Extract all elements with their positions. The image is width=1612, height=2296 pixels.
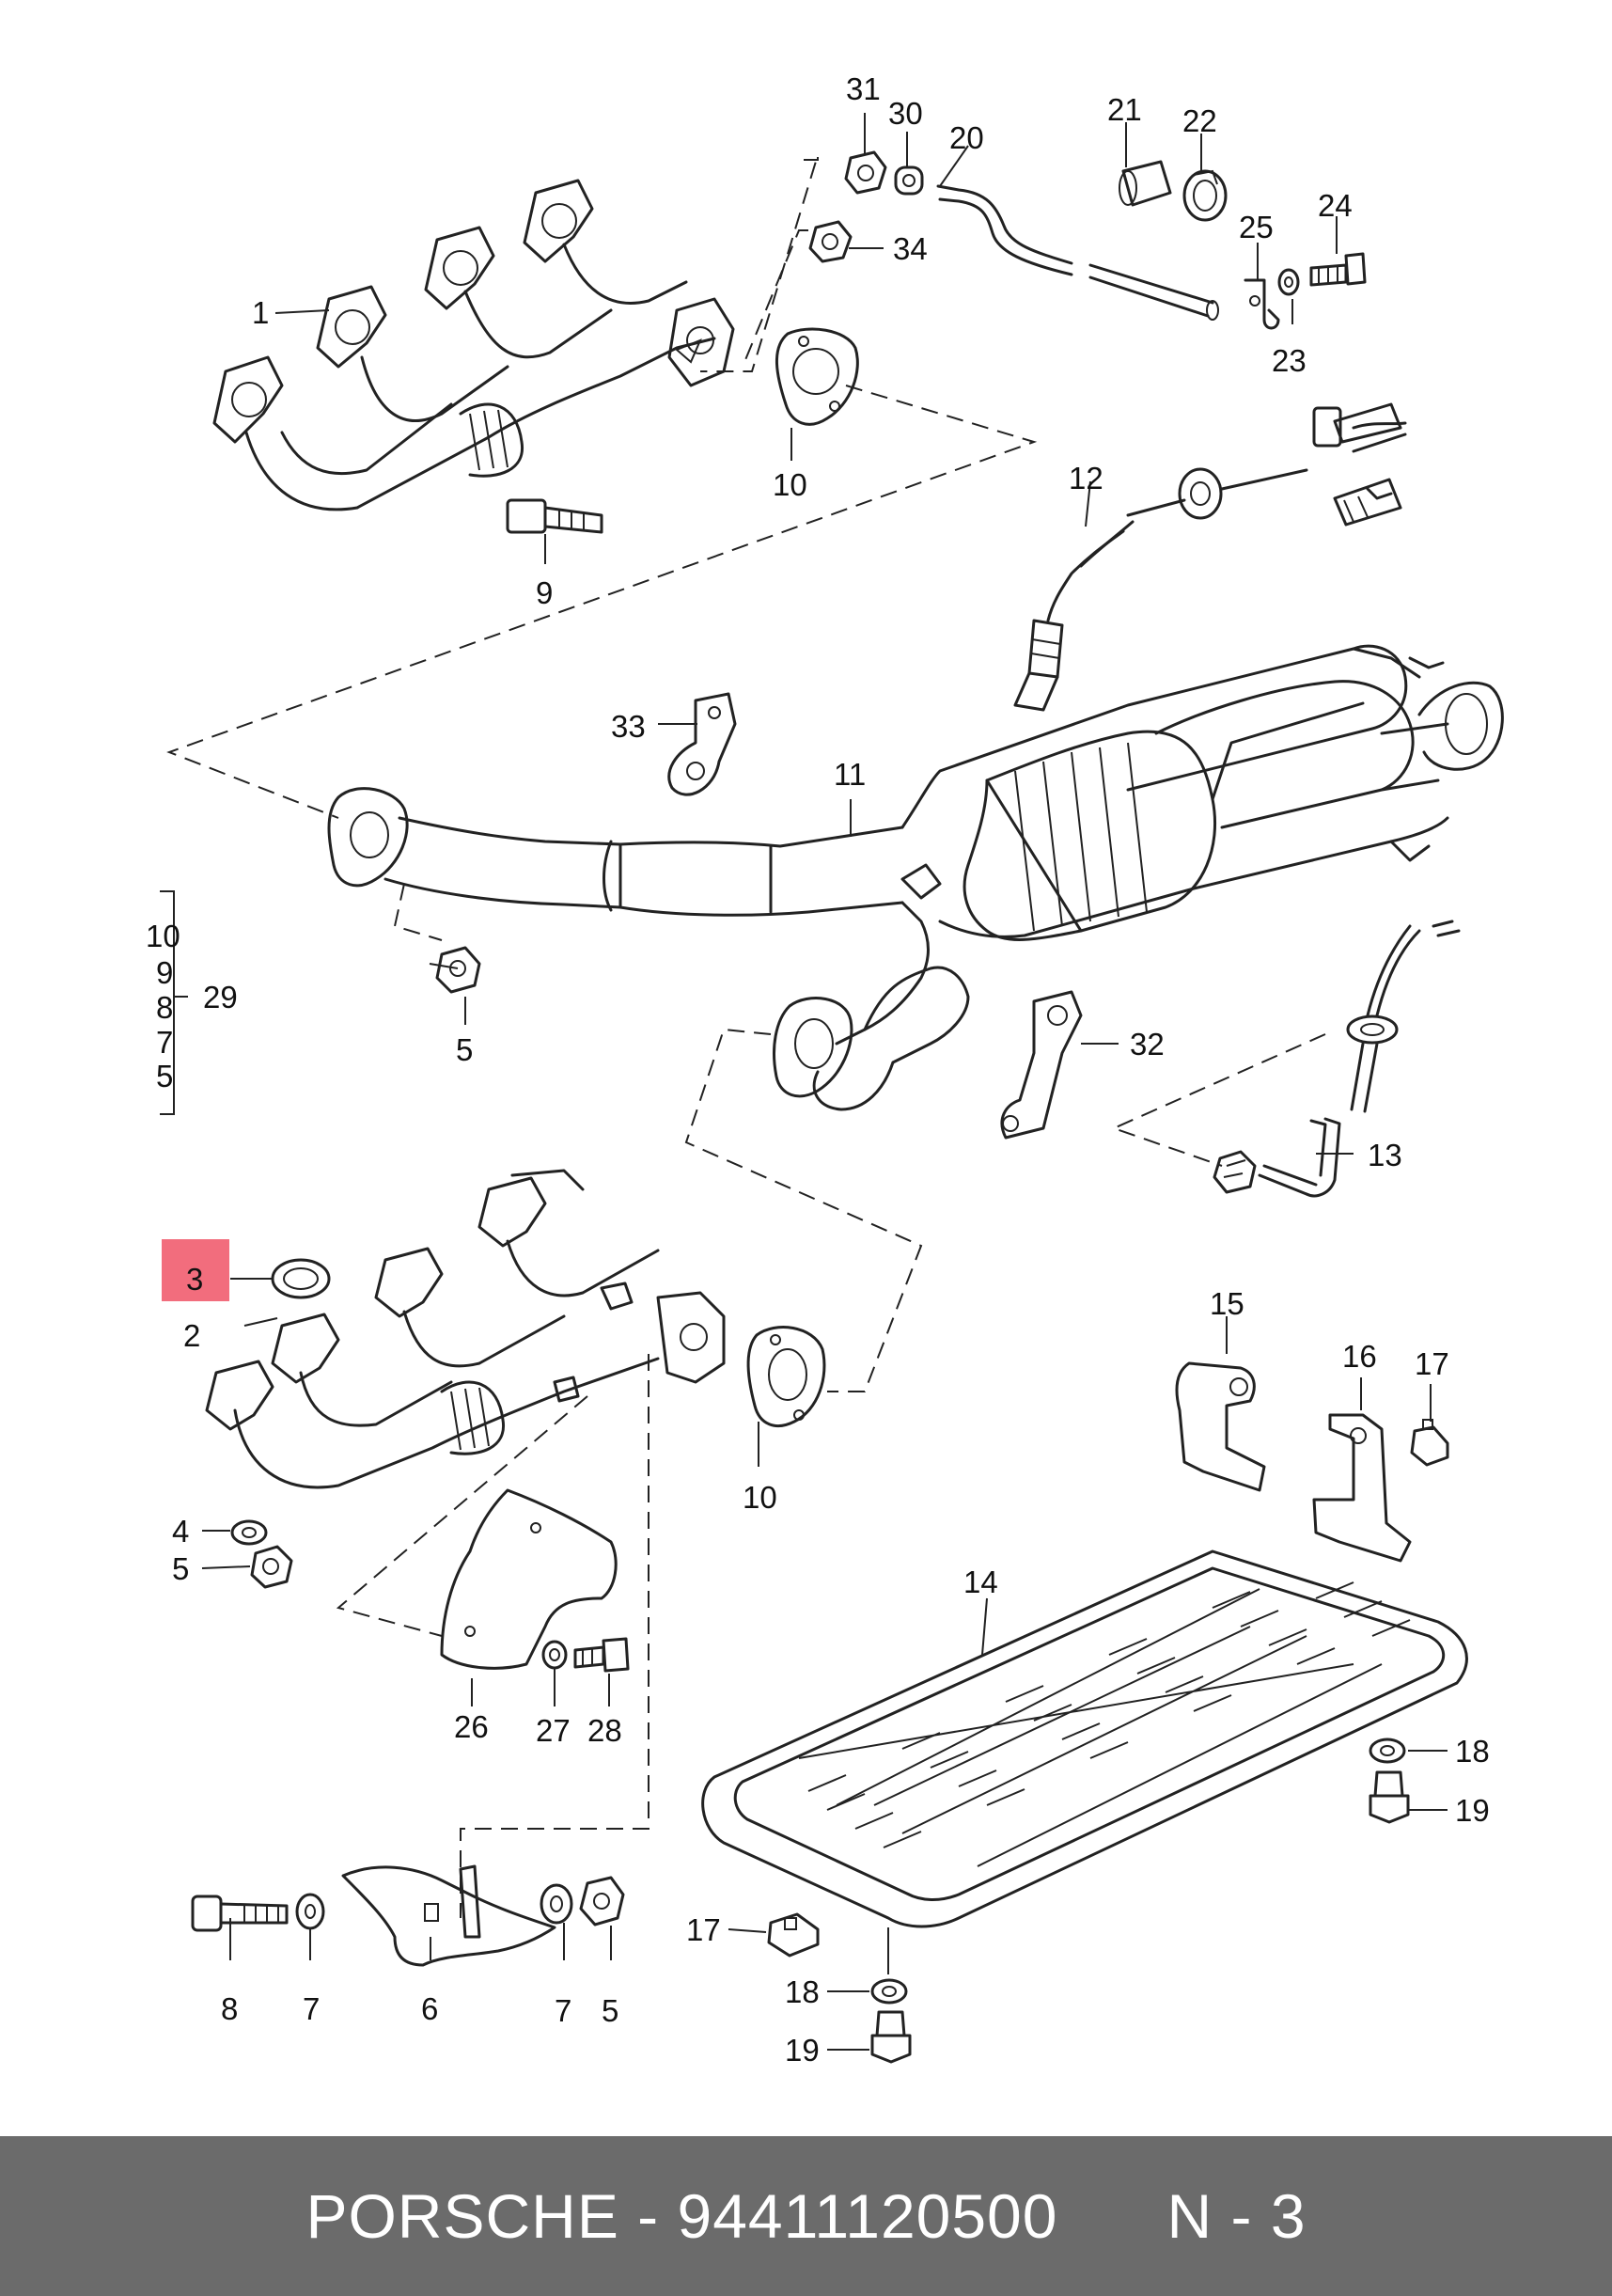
washer-18-right-drawing <box>1369 1738 1406 1764</box>
label-20: 20 <box>949 120 984 155</box>
label-31: 31 <box>846 71 881 106</box>
label-7-right: 7 <box>555 1993 571 2028</box>
bolt-19-right-drawing <box>1369 1770 1410 1824</box>
heat-shield-6-drawing <box>341 1864 556 1967</box>
skid-plate-14-drawing <box>701 1549 1468 1928</box>
group-label-29: 29 <box>203 980 238 1014</box>
group-item-10: 10 <box>146 919 180 953</box>
exhaust-parts-diagram: 1 2 3 4 5 5 5 6 7 7 8 9 10 10 11 12 13 1… <box>146 71 1504 2068</box>
label-9: 9 <box>536 575 553 610</box>
washer-7-right-drawing <box>540 1883 573 1925</box>
label-33: 33 <box>611 709 646 744</box>
clip-17-lower-drawing <box>767 1912 820 1958</box>
nut-34-drawing <box>808 220 853 263</box>
gasket-10-lower-drawing <box>746 1326 826 1427</box>
label-5-upper: 5 <box>456 1032 473 1067</box>
clip-17-upper-drawing <box>1410 1419 1449 1467</box>
footer-brand: PORSCHE <box>305 2181 619 2251</box>
catalytic-converter-11-drawing <box>327 644 1504 1111</box>
label-28: 28 <box>587 1713 622 1748</box>
label-3: 3 <box>186 1262 203 1297</box>
label-18-lower: 18 <box>785 1974 820 2009</box>
label-8: 8 <box>221 1991 238 2026</box>
label-15: 15 <box>1210 1286 1244 1321</box>
label-22: 22 <box>1182 103 1217 138</box>
label-5-mid: 5 <box>172 1551 189 1586</box>
label-4: 4 <box>172 1514 189 1549</box>
label-32: 32 <box>1130 1027 1165 1062</box>
pipe-20-drawing <box>936 184 1219 321</box>
label-21: 21 <box>1107 92 1142 127</box>
label-17-lower: 17 <box>686 1912 721 1947</box>
sensor-12-drawing <box>1013 402 1407 712</box>
nut-31-drawing <box>844 150 887 195</box>
washer-18-lower-drawing <box>870 1978 908 2005</box>
bracket-16-drawing <box>1312 1413 1412 1563</box>
highlight-marker <box>162 1239 229 1301</box>
label-34: 34 <box>893 231 928 266</box>
label-19-lower: 19 <box>785 2033 820 2068</box>
label-5-lower: 5 <box>602 1993 618 2028</box>
label-1: 1 <box>252 295 269 330</box>
clamp-22-drawing <box>1182 169 1228 222</box>
footer-gap <box>1057 2180 1166 2252</box>
label-25: 25 <box>1239 210 1274 244</box>
footer-separator: - <box>618 2181 678 2251</box>
label-6: 6 <box>421 1991 438 2026</box>
bracket-15-drawing <box>1175 1361 1266 1492</box>
label-19-right: 19 <box>1455 1793 1490 1828</box>
label-16: 16 <box>1342 1339 1377 1374</box>
label-17-upper: 17 <box>1415 1346 1449 1381</box>
leader-lines <box>160 113 1448 2051</box>
nut-5-upper-drawing <box>435 946 481 994</box>
label-11: 11 <box>834 757 866 792</box>
sleeve-30-drawing <box>894 165 924 196</box>
bolt-24-drawing <box>1309 252 1367 287</box>
label-26: 26 <box>454 1709 489 1744</box>
washer-7-left-drawing <box>295 1893 325 1930</box>
group-item-5: 5 <box>156 1059 173 1093</box>
footer-ref: N - 3 <box>1166 2181 1307 2251</box>
nut-5-mid-drawing <box>250 1545 293 1589</box>
manifold-lower-drawing <box>205 1169 726 1489</box>
label-13: 13 <box>1368 1138 1402 1172</box>
label-10-upper: 10 <box>773 467 807 502</box>
hose-21-drawing <box>1119 160 1172 207</box>
label-7-left: 7 <box>303 1991 320 2026</box>
label-10-lower: 10 <box>743 1480 777 1515</box>
label-12: 12 <box>1069 461 1103 495</box>
label-30: 30 <box>888 96 923 131</box>
washer-4-drawing <box>230 1519 268 1546</box>
group-item-8: 8 <box>156 990 173 1025</box>
gasket-10-upper-drawing <box>775 327 859 426</box>
label-18-right: 18 <box>1455 1734 1490 1769</box>
label-24: 24 <box>1318 188 1353 223</box>
group-item-9: 9 <box>156 955 173 990</box>
part-group-29: 10 9 8 7 5 29 <box>146 919 238 1093</box>
part-labels: 1 2 3 4 5 5 5 6 7 7 8 9 10 10 11 12 13 1… <box>172 71 1490 2068</box>
footer-bar: PORSCHE - 94411120500 N - 3 <box>0 2136 1612 2296</box>
bracket-32-drawing <box>1000 990 1083 1140</box>
flange-y-pipe-drawing <box>773 997 853 1098</box>
washer-27-drawing <box>541 1640 568 1670</box>
bolt-9-drawing <box>506 498 603 534</box>
bolt-28-drawing <box>573 1637 630 1673</box>
bolt-19-lower-drawing <box>870 2010 912 2064</box>
manifold-upper-drawing <box>212 179 735 511</box>
sensor-13-drawing <box>1213 920 1461 1198</box>
footer-part-number: 94411120500 <box>677 2181 1058 2251</box>
washer-23-drawing <box>1277 268 1300 296</box>
bracket-33-drawing <box>667 692 737 796</box>
nut-5-lower-drawing <box>579 1876 625 1926</box>
label-2: 2 <box>183 1318 200 1353</box>
gasket-3-drawing <box>271 1258 331 1299</box>
label-23: 23 <box>1272 343 1307 378</box>
label-14: 14 <box>963 1565 998 1599</box>
group-item-7: 7 <box>156 1025 173 1060</box>
assembly-dashed-lines <box>166 154 1326 1918</box>
bracket-25-drawing <box>1244 278 1280 330</box>
label-27: 27 <box>536 1713 571 1748</box>
bolt-8-drawing <box>191 1895 289 1932</box>
heat-shield-26-drawing <box>440 1488 618 1670</box>
